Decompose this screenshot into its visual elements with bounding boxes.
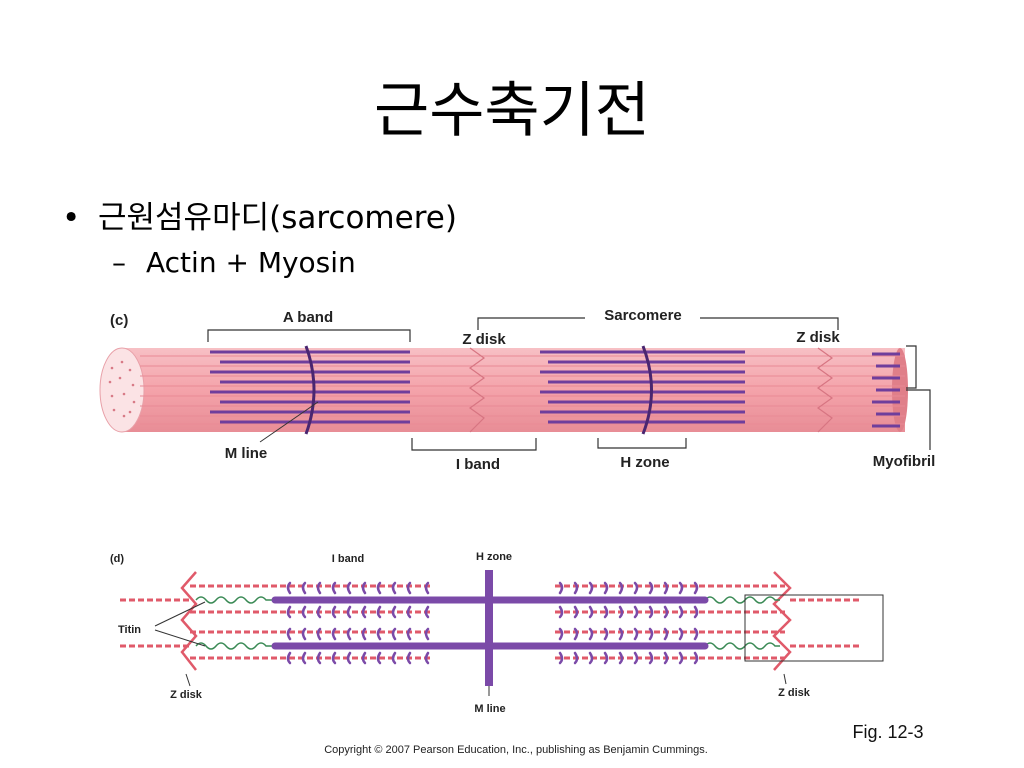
myofibril-bracket xyxy=(906,345,931,450)
z-disk-left-d xyxy=(180,571,198,671)
a-band-bracket xyxy=(207,329,411,342)
z-disk-label-left: Z disk xyxy=(462,331,506,348)
sub-bullet-text: Actin + Myosin xyxy=(146,246,356,279)
bullet-dot: • xyxy=(62,200,81,236)
i-band-label: I band xyxy=(456,456,500,473)
myofibril-cut-face xyxy=(99,347,145,433)
z-disk-right-d xyxy=(772,571,792,671)
actin-filaments-d xyxy=(120,584,862,660)
thick-filaments-a-band-1 xyxy=(210,350,410,424)
sarcomere-figure: (c) xyxy=(99,307,936,756)
z-disk-zigzag-1 xyxy=(468,347,486,433)
h-zone-label-d: H zone xyxy=(476,551,512,563)
panel-d-tag: (d) xyxy=(110,553,124,565)
copyright-text: Copyright © 2007 Pearson Education, Inc.… xyxy=(324,744,708,756)
sarcomere-label: Sarcomere xyxy=(604,307,682,324)
thick-filaments-end xyxy=(872,352,900,428)
cut-face-dots xyxy=(108,360,136,418)
z-disk-label-right-d: Z disk xyxy=(778,687,811,699)
slide-title: 근수축기전 xyxy=(374,76,650,146)
figure-number-label: Fig. 12-3 xyxy=(852,722,923,742)
detail-highlight-box xyxy=(744,594,884,662)
z-disk-pointer-left-d xyxy=(185,673,191,687)
z-disk-pointer-right-d xyxy=(783,673,787,685)
bullet-item-sarcomere: • 근원섬유마디(sarcomere) xyxy=(62,192,457,237)
panel-c: (c) xyxy=(99,307,936,473)
m-line-pointer xyxy=(259,401,319,443)
titin-springs xyxy=(195,596,780,650)
i-band-label-d: I band xyxy=(332,553,364,565)
a-band-label: A band xyxy=(283,309,333,326)
m-line-curve-1 xyxy=(304,345,316,435)
panel-d: (d) I band H zone xyxy=(110,551,884,715)
panel-c-tag: (c) xyxy=(110,312,128,329)
titin-label: Titin xyxy=(118,624,141,636)
myosin-heads-left xyxy=(286,581,430,665)
titin-pointer-1 xyxy=(154,601,206,627)
bullet-text: 근원섬유마디(sarcomere) xyxy=(98,200,457,236)
z-disk-label-right: Z disk xyxy=(796,329,840,346)
thick-filaments-a-band-2 xyxy=(540,350,745,424)
z-disk-zigzag-2 xyxy=(816,347,834,433)
m-line-label: M line xyxy=(225,445,268,462)
myofibril-label: Myofibril xyxy=(873,453,936,470)
z-disk-label-left-d: Z disk xyxy=(170,689,203,701)
m-line-curve-2 xyxy=(641,345,653,435)
myosin-heads-right xyxy=(558,581,699,665)
i-band-bracket xyxy=(411,438,537,451)
thin-filament-lines xyxy=(140,355,905,425)
h-zone-label: H zone xyxy=(620,454,669,471)
m-line-label-d: M line xyxy=(474,703,505,715)
h-zone-bracket xyxy=(597,438,687,449)
sub-bullet-actin-myosin: –Actin + Myosin xyxy=(112,246,356,279)
sub-bullet-dash: – xyxy=(112,246,126,279)
sarcomere-bracket xyxy=(477,317,839,330)
titin-pointer-2 xyxy=(154,629,206,647)
